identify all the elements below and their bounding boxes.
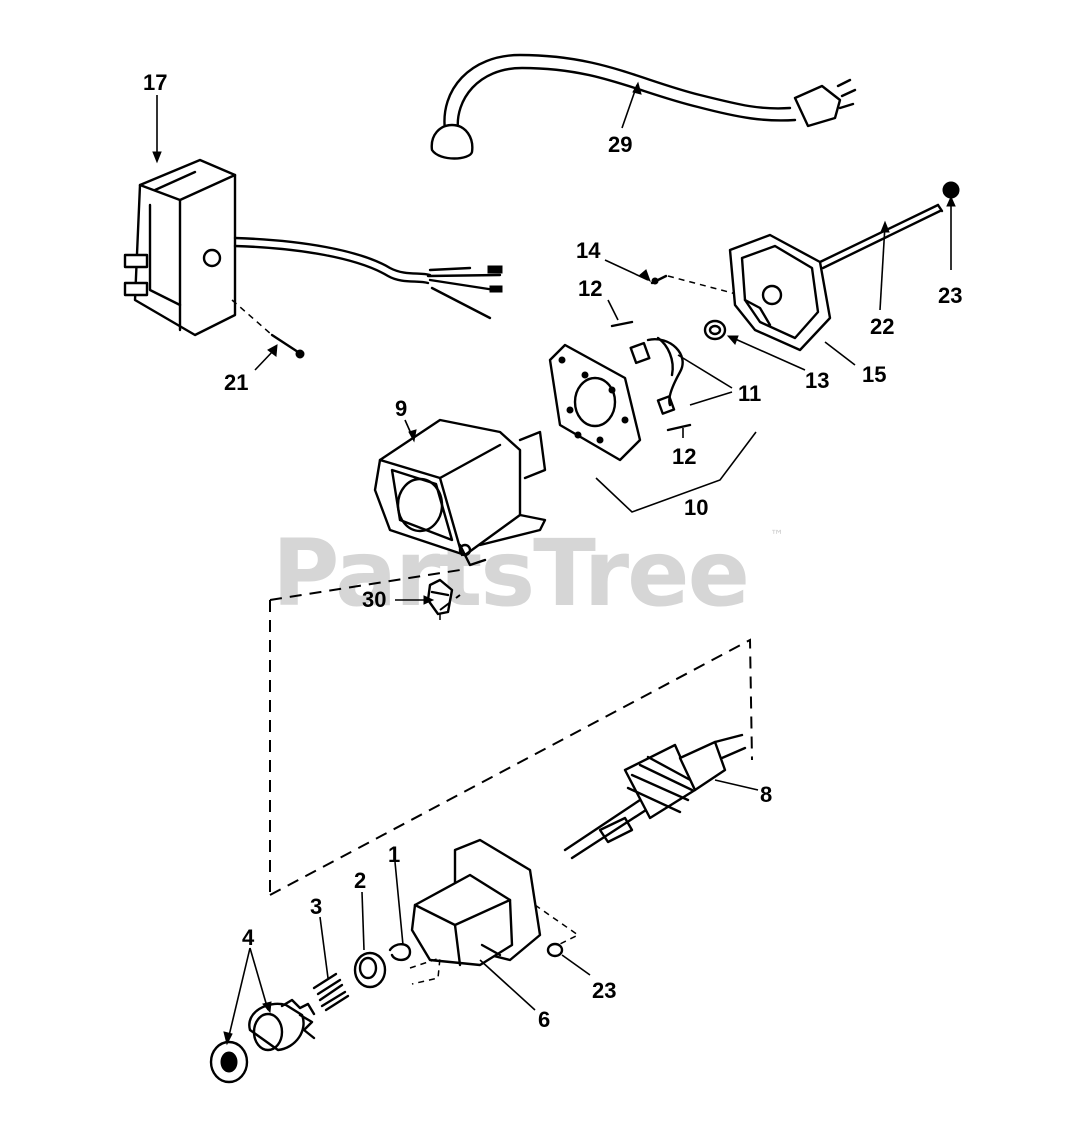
alignment-line-4 — [439, 594, 461, 611]
part-10-brush-plate[interactable] — [548, 343, 642, 462]
part-23-nut-top[interactable] — [942, 181, 960, 199]
bracket-10 — [595, 431, 757, 513]
alignment-line-1 — [269, 569, 461, 601]
part-13-washer[interactable] — [703, 319, 727, 341]
callout-1: 1 — [388, 842, 400, 867]
callout-11: 11 — [738, 381, 761, 406]
part-9-housing[interactable] — [373, 418, 547, 567]
callout-8: 8 — [760, 782, 772, 807]
leader-lines — [152, 81, 956, 1046]
part-4-nut[interactable] — [209, 1040, 249, 1084]
part-12-brush-springs[interactable] — [610, 320, 692, 432]
part-2-cup[interactable] — [353, 951, 387, 989]
callout-29: 29 — [608, 132, 632, 157]
alignment-line-3 — [269, 638, 753, 896]
alignment-line-6 — [534, 904, 580, 949]
watermark: PartsTree — [272, 520, 748, 627]
part-11-brushes[interactable] — [629, 336, 684, 415]
part-29-power-cord[interactable] — [430, 53, 857, 160]
part-8-armature[interactable] — [563, 733, 747, 860]
callout-labels: 17 29 14 12 23 22 21 11 13 15 9 12 10 30… — [143, 70, 962, 1032]
watermark-trademark: ™ — [770, 528, 784, 544]
part-14-screw[interactable] — [650, 274, 741, 296]
part-1-clip[interactable] — [388, 943, 441, 985]
part-6-drive-housing[interactable] — [410, 838, 542, 967]
callout-23-lower: 23 — [592, 978, 616, 1003]
part-23-nut-bottom[interactable] — [546, 942, 564, 958]
callout-9: 9 — [395, 396, 407, 421]
callout-23-upper: 23 — [938, 283, 962, 308]
callout-13: 13 — [805, 368, 829, 393]
part-4-pinion[interactable] — [248, 998, 316, 1052]
part-22-through-bolt[interactable] — [818, 203, 944, 270]
part-15-end-cap[interactable] — [728, 233, 832, 352]
callout-21: 21 — [224, 370, 248, 395]
callout-17: 17 — [143, 70, 167, 95]
callout-30: 30 — [362, 587, 386, 612]
callout-12-lower: 12 — [672, 444, 696, 469]
callout-12-upper: 12 — [578, 276, 602, 301]
callout-22: 22 — [870, 314, 894, 339]
part-17-switch-box[interactable] — [123, 158, 503, 337]
part-21-screw[interactable] — [231, 299, 305, 359]
callout-2: 2 — [354, 868, 366, 893]
callout-6: 6 — [538, 1007, 550, 1032]
callout-14: 14 — [576, 238, 601, 263]
part-3-spring[interactable] — [312, 972, 350, 1012]
callout-3: 3 — [310, 894, 322, 919]
callout-15: 15 — [862, 362, 886, 387]
callout-10: 10 — [684, 495, 708, 520]
callout-4: 4 — [242, 925, 255, 950]
